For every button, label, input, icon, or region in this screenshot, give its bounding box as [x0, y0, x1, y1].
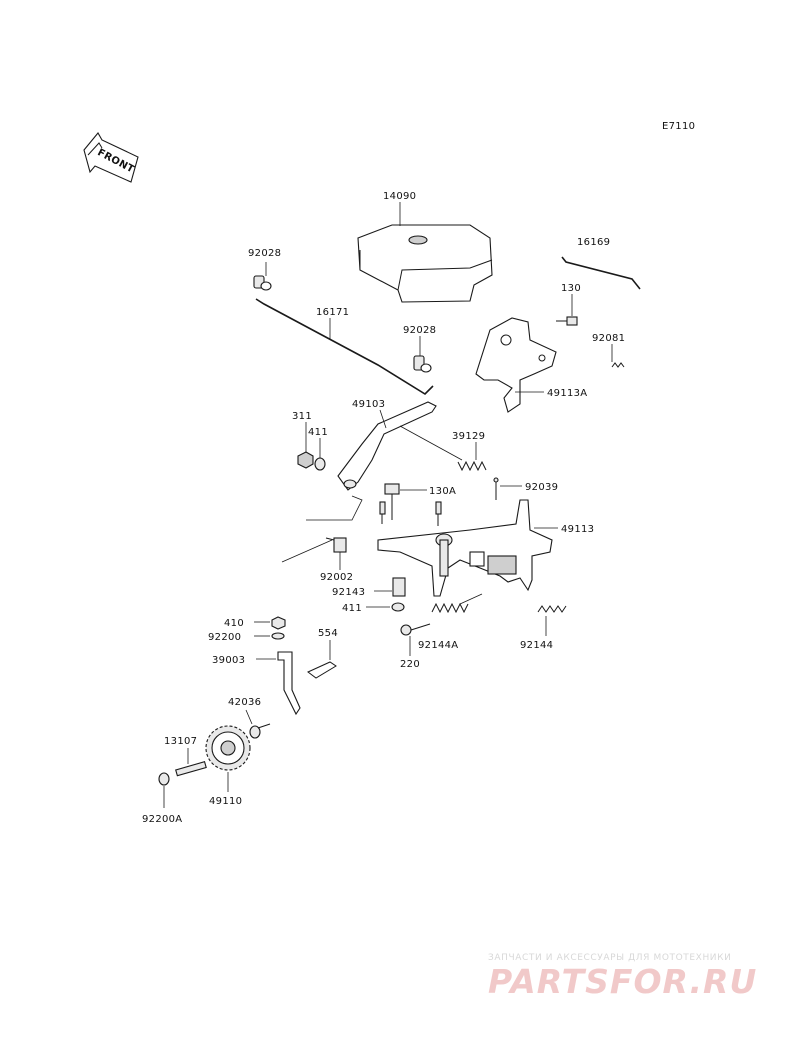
- part-spring-92144A: [431, 602, 469, 614]
- label-92200A: 92200A: [142, 814, 182, 825]
- part-spring-39129: [457, 460, 487, 472]
- label-92039: 92039: [525, 482, 558, 493]
- label-39003: 39003: [212, 655, 245, 666]
- label-49103: 49103: [352, 399, 385, 410]
- part-cover-14090: [357, 224, 493, 303]
- part-arm-39003: [277, 651, 301, 716]
- label-16169: 16169: [577, 237, 610, 248]
- part-washer-411-lower: [391, 602, 405, 612]
- part-washer-411-upper: [314, 457, 326, 471]
- part-nut-311: [297, 451, 314, 469]
- part-clip-92028-lower: [413, 355, 432, 373]
- label-92143: 92143: [332, 587, 365, 598]
- part-bolt-130: [556, 316, 578, 326]
- part-washer-92200A: [158, 772, 170, 786]
- label-39129: 39129: [452, 431, 485, 442]
- label-92144: 92144: [520, 640, 553, 651]
- part-pin-13107: [175, 761, 207, 777]
- part-spring-92081: [611, 362, 625, 368]
- label-554: 554: [318, 628, 338, 639]
- part-bracket-49113: [377, 499, 553, 597]
- label-130A: 130A: [429, 486, 456, 497]
- watermark-tagline: ЗАПЧАСТИ И АКСЕССУАРЫ ДЛЯ МОТОТЕХНИКИ: [488, 953, 732, 963]
- part-bracket-49113A: [475, 317, 557, 413]
- label-13107: 13107: [164, 736, 197, 747]
- diagram-code: E7110: [662, 121, 695, 132]
- label-92144A: 92144A: [418, 640, 458, 651]
- part-lever-49103: [337, 401, 437, 491]
- label-49113: 49113: [561, 524, 594, 535]
- watermark-logo: PARTSFOR.RU: [488, 962, 758, 1001]
- label-410: 410: [224, 618, 244, 629]
- part-bolt-130A: [384, 483, 400, 520]
- front-arrow-icon: FRONT: [83, 132, 139, 183]
- part-bolt-220: [400, 623, 431, 636]
- label-92028-a: 92028: [248, 248, 281, 259]
- part-nut-410: [271, 616, 286, 630]
- part-small-bolts: [379, 501, 442, 526]
- label-411-a: 411: [308, 427, 328, 438]
- label-92200: 92200: [208, 632, 241, 643]
- label-130: 130: [561, 283, 581, 294]
- label-311: 311: [292, 411, 312, 422]
- label-92028-b: 92028: [403, 325, 436, 336]
- part-gear-49110: [205, 725, 251, 771]
- label-411-b: 411: [342, 603, 362, 614]
- part-clip-92028-upper: [253, 275, 272, 291]
- part-shaft-42036: [249, 723, 271, 739]
- part-pin-92039: [493, 477, 499, 500]
- label-220: 220: [400, 659, 420, 670]
- label-14090: 14090: [383, 191, 416, 202]
- label-42036: 42036: [228, 697, 261, 708]
- part-washer-92200: [271, 632, 285, 640]
- part-rod-16171: [255, 298, 434, 396]
- label-16171: 16171: [316, 307, 349, 318]
- label-92081: 92081: [592, 333, 625, 344]
- part-clip-554: [307, 661, 337, 679]
- part-rod-16169: [561, 256, 641, 290]
- label-92002: 92002: [320, 572, 353, 583]
- part-spring-92144: [537, 605, 567, 613]
- label-49113A: 49113A: [547, 388, 587, 399]
- part-collar-92143: [392, 577, 406, 597]
- label-49110: 49110: [209, 796, 242, 807]
- part-stud-92002: [325, 537, 347, 553]
